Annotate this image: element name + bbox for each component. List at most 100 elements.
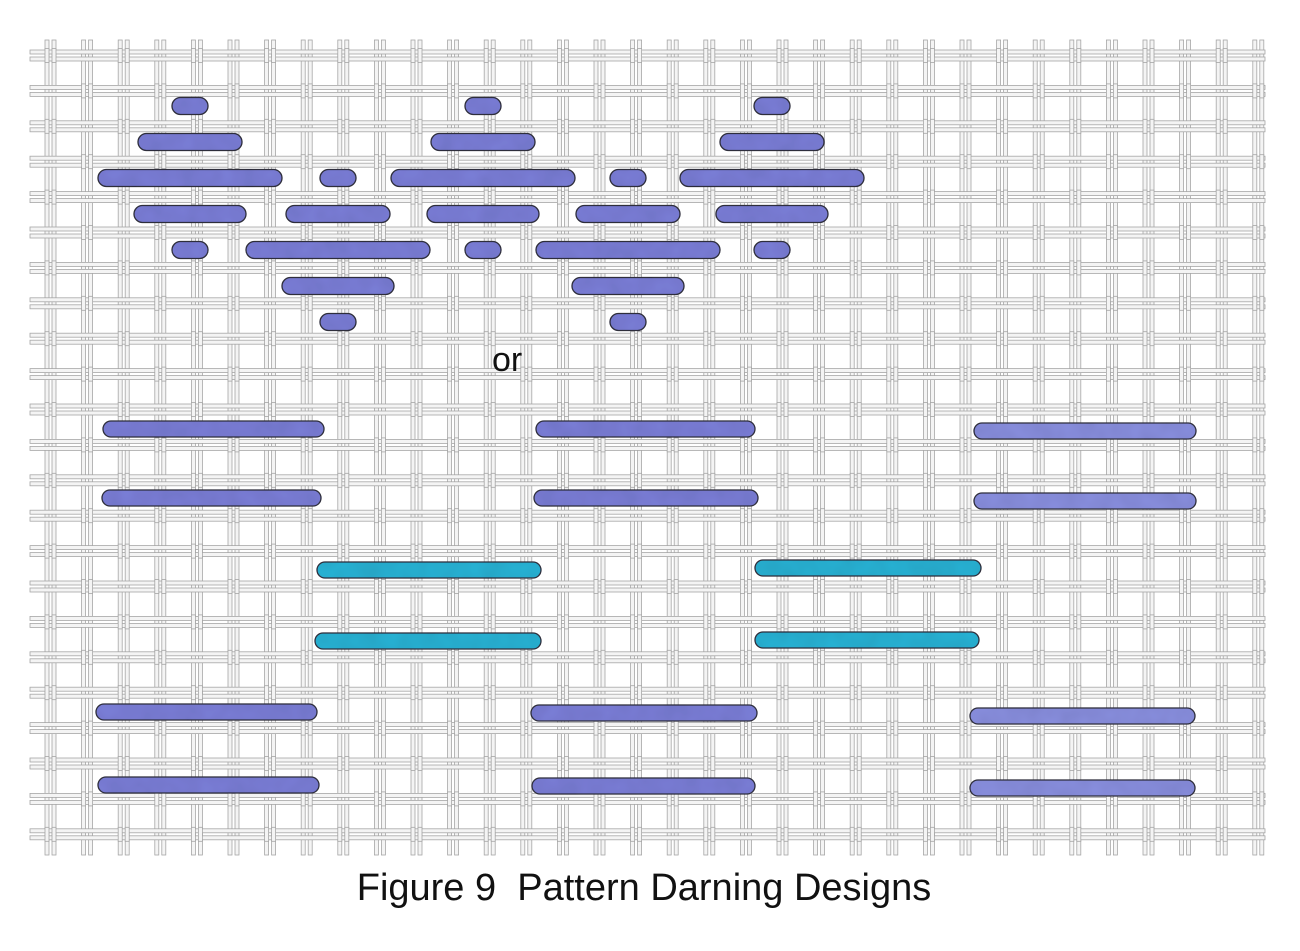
thread-crossing (117, 543, 123, 559)
thread-crossing (337, 614, 343, 630)
darning-stitch (281, 276, 395, 296)
horizontal-thread (29, 155, 1266, 161)
thread-crossing (454, 437, 460, 453)
thread-crossing (300, 649, 306, 665)
darning-stitch (575, 204, 681, 224)
thread-crossing (966, 83, 972, 99)
thread-crossing (1003, 614, 1008, 630)
thread-crossing (1252, 83, 1258, 99)
thread-crossing (740, 154, 745, 170)
thread-crossing (1113, 508, 1118, 524)
thread-crossing (490, 472, 496, 488)
thread-crossing (454, 579, 460, 594)
thread-crossing (300, 720, 306, 736)
thread-crossing (923, 826, 928, 842)
thread-crossing (959, 720, 965, 736)
thread-crossing (190, 118, 196, 134)
thread-crossing (124, 826, 130, 842)
thread-crossing (527, 649, 533, 665)
thread-crossing (161, 154, 167, 170)
thread-crossing (417, 543, 423, 559)
thread-crossing (813, 437, 818, 453)
thread-crossing (849, 331, 855, 347)
thread-crossing (740, 366, 745, 382)
horizontal-thread (29, 261, 1266, 267)
thread-crossing (1215, 614, 1221, 630)
thread-crossing (557, 543, 562, 559)
thread-crossing (886, 83, 892, 99)
thread-crossing (124, 260, 130, 276)
thread-crossing (161, 295, 167, 311)
thread-crossing (1215, 402, 1221, 417)
thread-crossing (710, 543, 716, 559)
thread-crossing (447, 579, 453, 594)
darning-stitch (464, 96, 502, 116)
thread-crossing (1186, 437, 1191, 453)
thread-crossing (783, 472, 789, 488)
thread-crossing (490, 48, 496, 63)
thread-crossing (740, 508, 745, 524)
thread-crossing (886, 437, 892, 453)
thread-crossing (44, 402, 50, 417)
thread-crossing (1076, 756, 1082, 771)
thread-crossing (490, 189, 496, 205)
thread-crossing (1179, 295, 1184, 311)
horizontal-thread (29, 339, 1266, 345)
thread-crossing (923, 756, 928, 771)
thread-crossing (930, 543, 935, 559)
thread-crossing (344, 189, 350, 205)
horizontal-thread (29, 120, 1266, 126)
thread-crossing (44, 189, 50, 205)
thread-crossing (490, 826, 496, 842)
thread-crossing (630, 543, 635, 559)
thread-crossing (490, 756, 496, 771)
thread-crossing (44, 756, 50, 771)
thread-crossing (593, 649, 599, 665)
thread-crossing (264, 472, 270, 488)
thread-crossing (264, 118, 270, 134)
thread-crossing (1076, 402, 1082, 417)
thread-crossing (380, 579, 386, 594)
thread-crossing (820, 508, 825, 524)
thread-crossing (930, 402, 935, 417)
thread-crossing (776, 402, 782, 417)
thread-crossing (1215, 543, 1221, 559)
thread-crossing (117, 189, 123, 205)
thread-crossing (1039, 295, 1045, 311)
thread-crossing (966, 295, 972, 311)
thread-crossing (520, 508, 526, 524)
darning-stitch (464, 240, 502, 260)
thread-crossing (1252, 295, 1258, 311)
thread-crossing (117, 472, 123, 488)
thread-crossing (783, 331, 789, 347)
thread-crossing (161, 579, 167, 594)
thread-crossing (1252, 649, 1258, 665)
thread-crossing (447, 649, 453, 665)
thread-crossing (923, 472, 928, 488)
thread-crossing (776, 189, 782, 205)
thread-crossing (1215, 826, 1221, 842)
thread-crossing (264, 402, 270, 417)
thread-crossing (197, 331, 203, 347)
thread-crossing (1106, 366, 1111, 382)
thread-crossing (593, 720, 599, 736)
thread-crossing (234, 366, 240, 382)
thread-crossing (813, 649, 818, 665)
horizontal-thread (29, 438, 1266, 444)
thread-crossing (710, 826, 716, 842)
thread-crossing (51, 756, 57, 771)
darning-stitch (754, 631, 980, 649)
horizontal-thread (29, 481, 1266, 487)
thread-crossing (44, 118, 50, 134)
thread-crossing (886, 791, 892, 807)
thread-crossing (227, 83, 233, 99)
thread-crossing (300, 154, 306, 170)
thread-crossing (307, 225, 313, 240)
thread-crossing (966, 154, 972, 170)
thread-crossing (747, 579, 752, 594)
thread-crossing (747, 366, 752, 382)
thread-crossing (1259, 649, 1265, 665)
thread-crossing (520, 366, 526, 382)
thread-crossing (344, 48, 350, 63)
woven-grid (29, 39, 1266, 856)
